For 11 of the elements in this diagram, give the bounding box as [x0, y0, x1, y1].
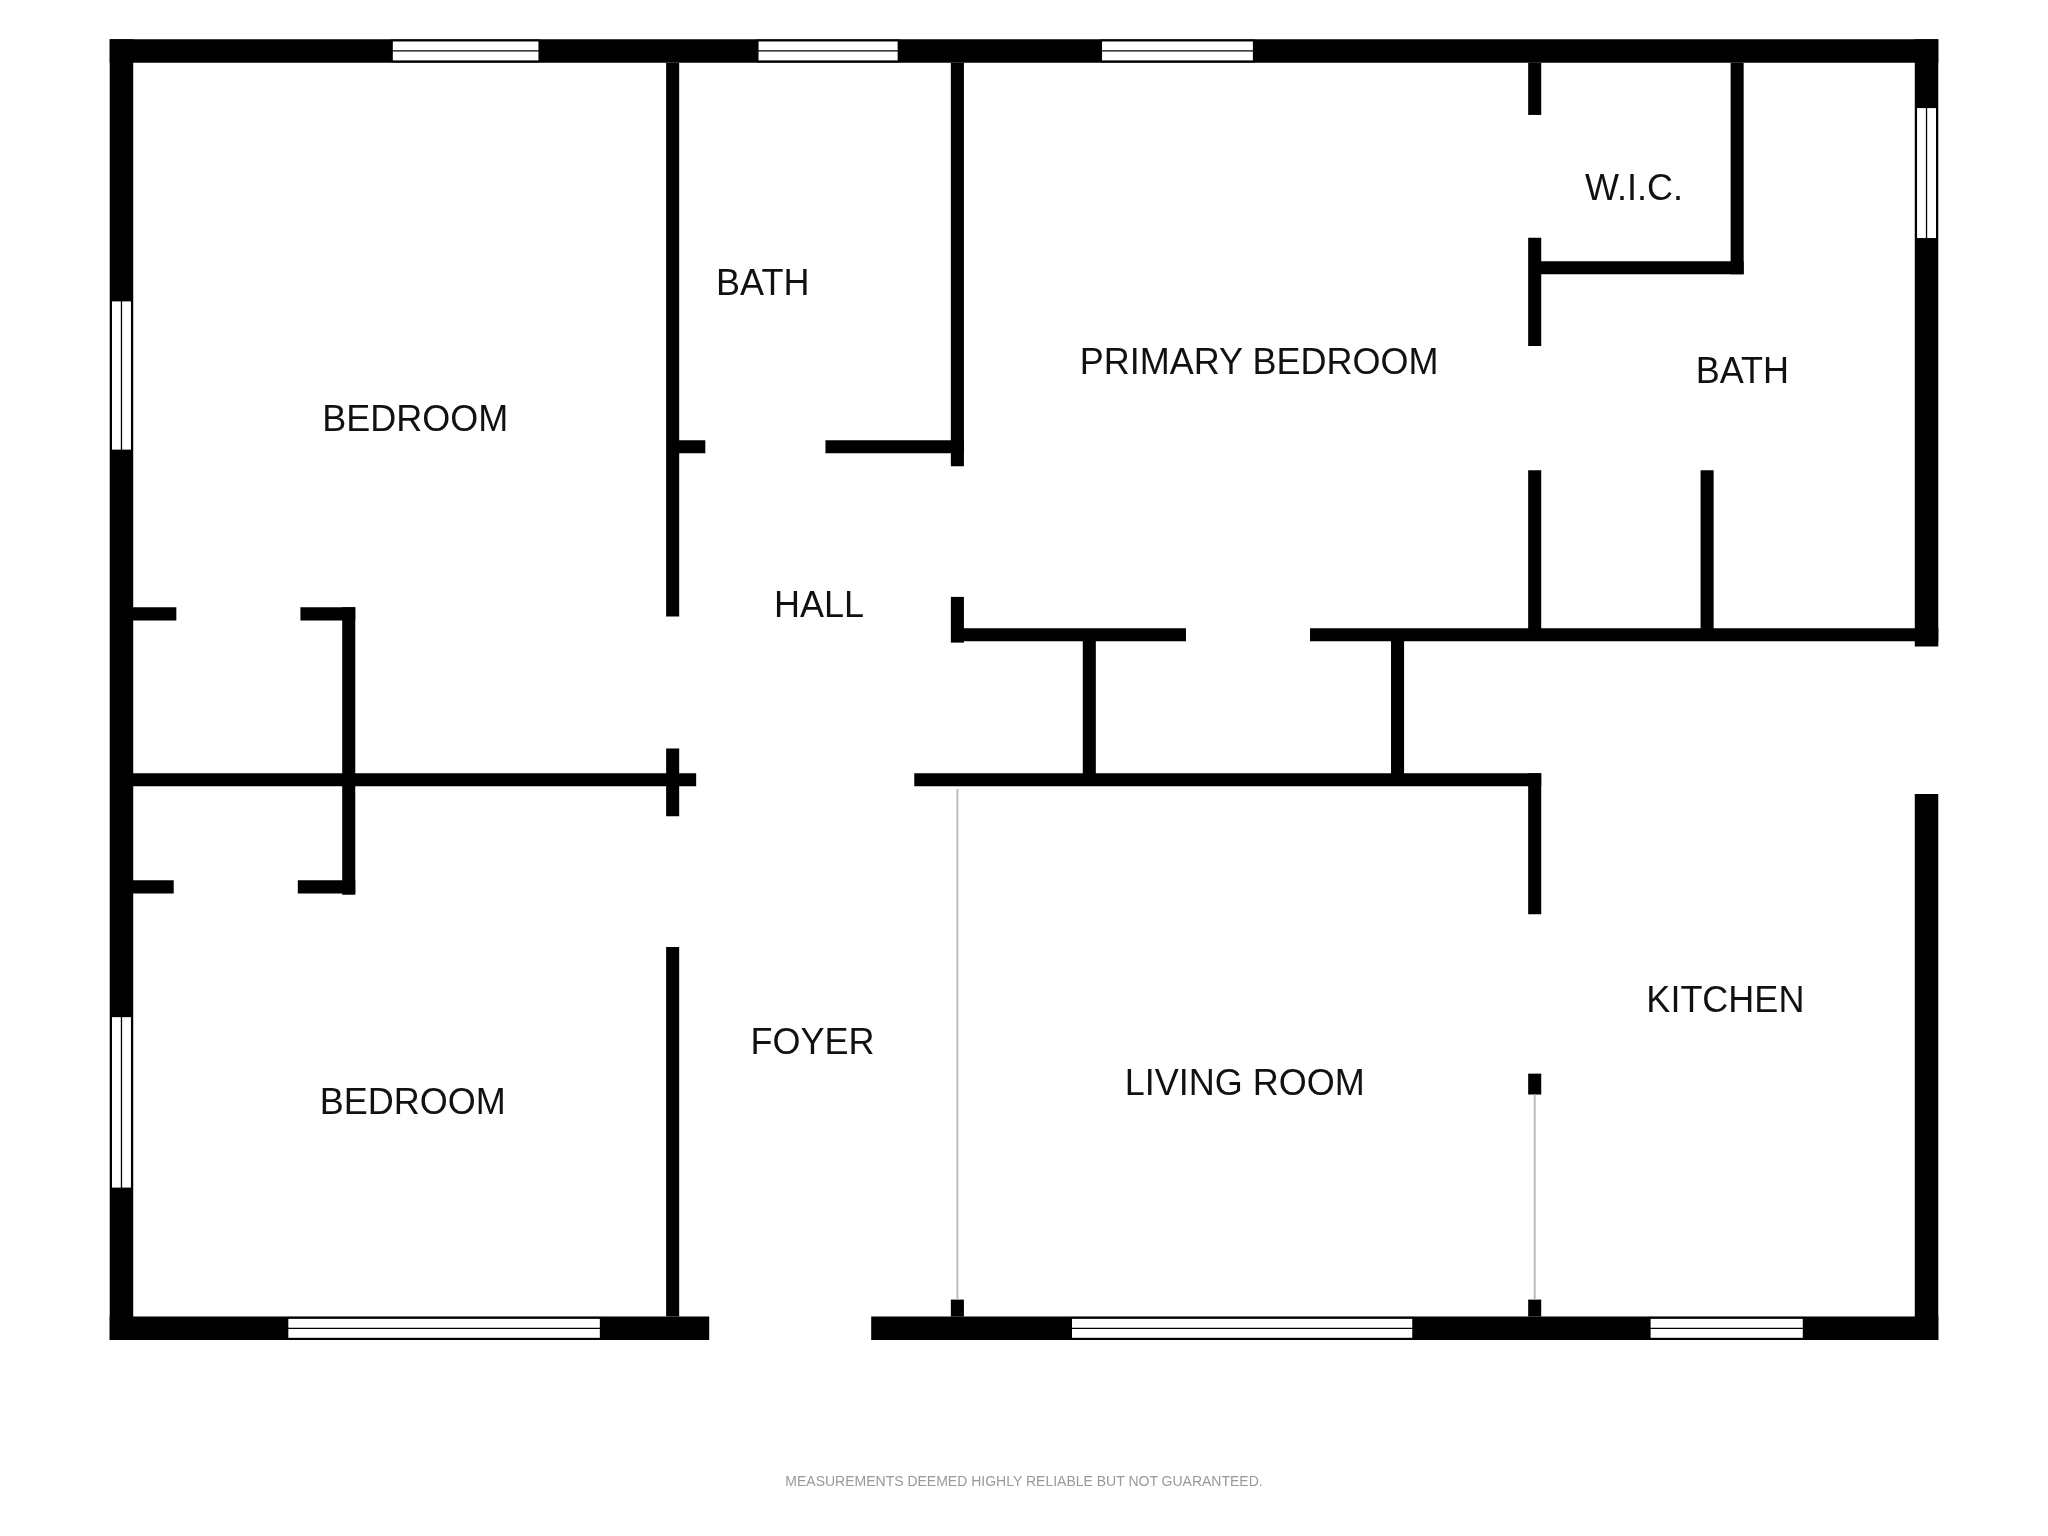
room-label: BEDROOM	[322, 398, 509, 441]
room-label: HALL	[773, 583, 864, 626]
room-label: BATH	[1695, 349, 1789, 392]
footnote: MEASUREMENTS DEEMED HIGHLY RELIABLE BUT NOT GUARANTEED.	[785, 1473, 1263, 1490]
room-label: PRIMARY BEDROOM	[1079, 340, 1439, 383]
room-label: BEDROOM	[319, 1081, 506, 1124]
room-label: BATH	[716, 262, 810, 305]
room-label: FOYER	[750, 1021, 875, 1064]
room-label: W.I.C.	[1584, 167, 1683, 210]
room-label: LIVING ROOM	[1124, 1061, 1365, 1104]
room-label: KITCHEN	[1646, 979, 1805, 1022]
